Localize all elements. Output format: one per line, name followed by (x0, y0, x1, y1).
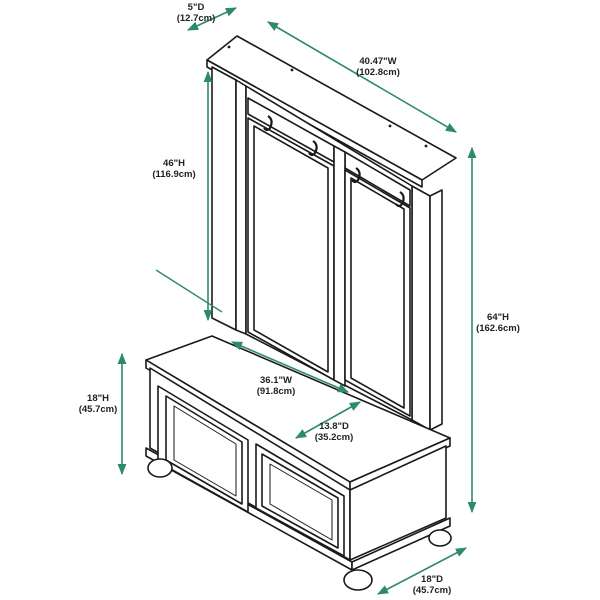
bench-foot (147, 458, 173, 478)
dim-line-depth-top (186, 7, 238, 31)
dim-depth-bench-secondary: (45.7cm) (413, 585, 452, 596)
dim-depth-seat-secondary: (35.2cm) (315, 432, 354, 443)
dimension-lines (117, 7, 477, 595)
dim-height-back-primary: 46"H (163, 158, 185, 169)
dim-line-width-top (267, 21, 457, 133)
dim-width-seat-secondary: (91.8cm) (257, 386, 296, 397)
base-moulding-side (351, 517, 451, 571)
bench-side (349, 445, 447, 561)
dim-height-total-secondary: (162.6cm) (476, 323, 520, 334)
crown-hole (424, 144, 428, 148)
dim-width-seat-primary: 36.1"W (260, 375, 292, 386)
dim-width-top-secondary: (102.8cm) (356, 67, 400, 78)
dim-line-depth-seat (295, 401, 361, 439)
left-post (211, 66, 247, 335)
dim-depth-top-secondary: (12.7cm) (177, 13, 216, 24)
dim-height-back-secondary: (116.9cm) (152, 169, 195, 180)
crown-hole (227, 45, 231, 49)
hook-icon (395, 191, 405, 208)
bench-front-panel-right (255, 443, 345, 557)
dim-height-total-primary: 64"H (487, 312, 509, 323)
right-back-panel (344, 169, 411, 417)
right-post (411, 185, 443, 431)
hook-icon (351, 167, 361, 184)
crown-hole (290, 68, 294, 72)
bench-seat-side-lip (349, 437, 451, 491)
dim-height-bench-secondary: (45.7cm) (79, 404, 118, 415)
hall-tree-furniture (145, 35, 457, 591)
center-divider (333, 145, 346, 387)
bench-front-panel-left (157, 385, 249, 513)
bench-foot (343, 569, 373, 591)
dim-leader-line (155, 269, 223, 313)
dim-depth-top-primary: 5"D (188, 2, 205, 13)
crown-hole (388, 124, 392, 128)
dim-line-depth-bench (377, 547, 467, 595)
bench-foot (428, 529, 452, 547)
dim-height-bench-primary: 18"H (87, 393, 109, 404)
hook-icon (308, 140, 318, 157)
dim-depth-bench-primary: 18"D (421, 574, 443, 585)
dimension-labels: 5"D (12.7cm) 40.47"W (102.8cm) 46"H (116… (79, 2, 520, 596)
dim-line-width-seat (230, 341, 350, 393)
dim-width-top-primary: 40.47"W (359, 56, 396, 67)
dim-depth-seat-primary: 13.8"D (319, 421, 349, 432)
